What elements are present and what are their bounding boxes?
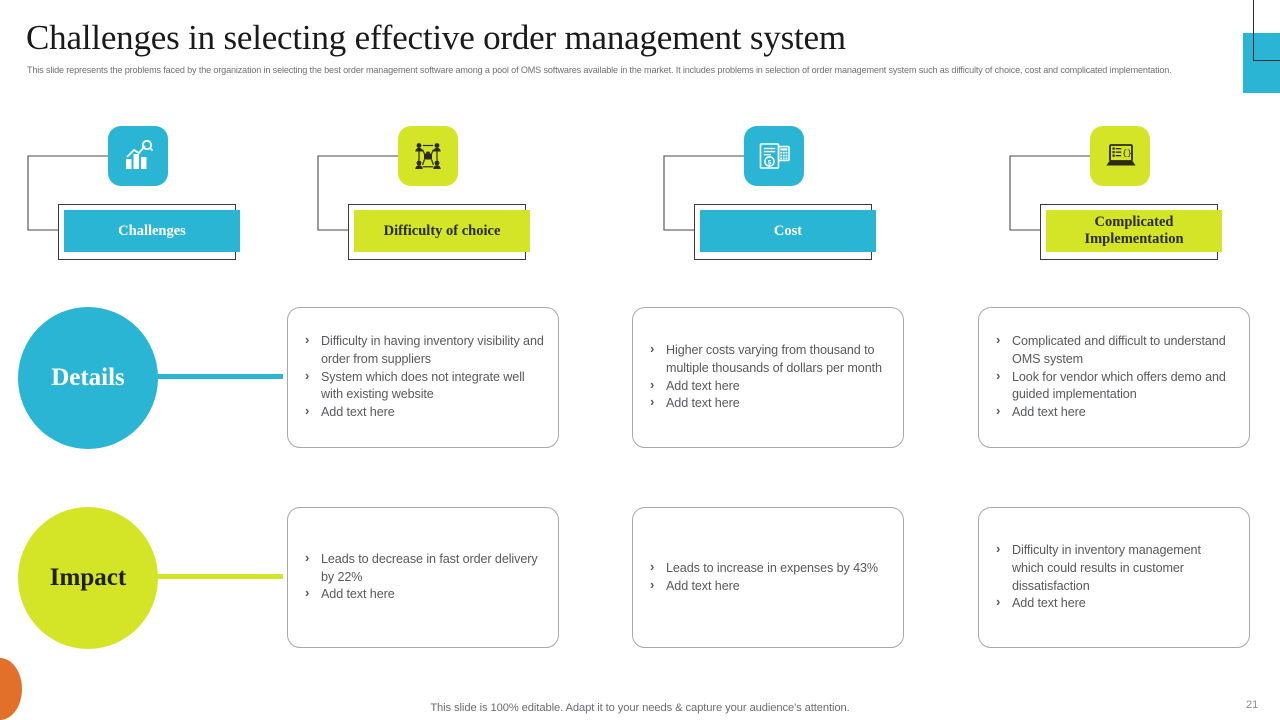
bullet-list: Complicated and difficult to understand … <box>979 331 1249 422</box>
svg-text:{}: {} <box>1122 150 1132 159</box>
list-item: Higher costs varying from thousand to mu… <box>645 340 889 378</box>
impact-card-2[interactable]: Leads to increase in expenses by 43% Add… <box>632 507 904 648</box>
list-item: Add text here <box>300 584 544 604</box>
column-label-complicated-implementation: Complicated Implementation <box>1046 210 1222 252</box>
list-item: Leads to decrease in fast order delivery… <box>300 549 544 587</box>
bullet-list: Difficulty in having inventory visibilit… <box>288 331 558 422</box>
list-item: Add text here <box>645 393 889 413</box>
page-number: 21 <box>1246 699 1259 711</box>
row-connector-details <box>155 374 283 379</box>
list-item: Difficulty in inventory management which… <box>991 540 1235 595</box>
invoice-dollar-icon: $ <box>744 126 804 186</box>
list-item: Add text here <box>991 593 1235 613</box>
column-label-cost: Cost <box>700 210 876 252</box>
impact-card-1[interactable]: Leads to decrease in fast order delivery… <box>287 507 559 648</box>
list-item: Complicated and difficult to understand … <box>991 331 1235 369</box>
row-connector-impact <box>155 574 283 579</box>
bullet-list: Leads to increase in expenses by 43% Add… <box>633 558 903 596</box>
page-subtitle: This slide represents the problems faced… <box>27 65 1172 75</box>
list-item: Difficulty in having inventory visibilit… <box>300 331 544 369</box>
column-challenges[interactable]: Challenges <box>0 126 298 266</box>
bar-chart-growth-icon <box>108 126 168 186</box>
network-team-icon <box>398 126 458 186</box>
row-label-impact: Impact <box>18 507 158 649</box>
bullet-list: Higher costs varying from thousand to mu… <box>633 340 903 413</box>
list-item: Add text here <box>645 576 889 596</box>
details-card-3[interactable]: Complicated and difficult to understand … <box>978 307 1250 448</box>
list-item: Look for vendor which offers demo and gu… <box>991 367 1235 405</box>
svg-text:$: $ <box>768 159 772 166</box>
impact-card-3[interactable]: Difficulty in inventory management which… <box>978 507 1250 648</box>
column-complicated-implementation[interactable]: {} Complicated Implementation <box>980 126 1280 266</box>
column-label-difficulty-of-choice: Difficulty of choice <box>354 210 530 252</box>
top-right-cyan-block <box>1243 33 1280 93</box>
details-card-1[interactable]: Difficulty in having inventory visibilit… <box>287 307 559 448</box>
column-label-challenges: Challenges <box>64 210 240 252</box>
top-right-outline-frame <box>1253 0 1280 61</box>
column-cost[interactable]: $ Cost <box>634 126 934 266</box>
footer-note: This slide is 100% editable. Adapt it to… <box>430 702 850 714</box>
page-title: Challenges in selecting effective order … <box>26 18 846 57</box>
details-card-2[interactable]: Higher costs varying from thousand to mu… <box>632 307 904 448</box>
laptop-code-icon: {} <box>1090 126 1150 186</box>
bullet-list: Difficulty in inventory management which… <box>979 540 1249 613</box>
list-item: Leads to increase in expenses by 43% <box>645 558 889 578</box>
bullet-list: Leads to decrease in fast order delivery… <box>288 549 558 604</box>
row-label-details: Details <box>18 307 158 449</box>
list-item: System which does not integrate well wit… <box>300 367 544 405</box>
list-item: Add text here <box>645 376 889 396</box>
bottom-left-orange-circle <box>0 658 22 720</box>
column-difficulty-of-choice[interactable]: Difficulty of choice <box>288 126 588 266</box>
list-item: Add text here <box>991 402 1235 422</box>
list-item: Add text here <box>300 402 544 422</box>
